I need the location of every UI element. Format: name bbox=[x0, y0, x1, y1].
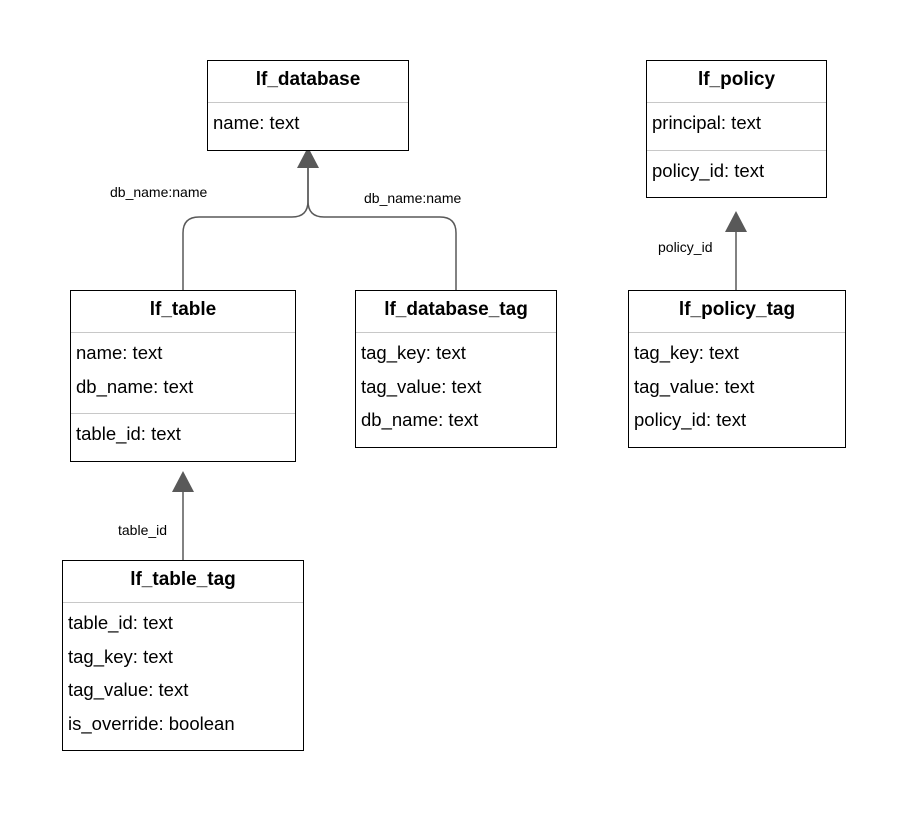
entity-section: policy_id: text bbox=[647, 149, 826, 198]
edge-label-database-tag-db-name: db_name:name bbox=[364, 190, 462, 206]
entity-section: table_id: text bbox=[71, 413, 295, 461]
entity-field: name: text bbox=[76, 342, 163, 363]
entity-field: tag_key: text bbox=[68, 645, 173, 667]
entity-title: lf_table_tag bbox=[130, 569, 236, 590]
entity-field: db_name: text bbox=[76, 375, 194, 397]
arrowhead-database bbox=[297, 147, 319, 168]
entity-field: tag_key: text bbox=[634, 342, 739, 363]
entity-lf-table[interactable]: lf_table name: text db_name: text table_… bbox=[70, 290, 296, 462]
entity-title: lf_database bbox=[255, 69, 361, 90]
entity-field: policy_id: text bbox=[634, 409, 747, 430]
entity-field: table_id: text bbox=[68, 612, 173, 633]
entity-field: tag_value: text bbox=[361, 375, 482, 397]
entity-lf-database[interactable]: lf_database name: text bbox=[207, 60, 409, 151]
edge-label-table-id: table_id bbox=[118, 522, 168, 538]
entity-field: principal: text bbox=[652, 112, 761, 133]
entity-field: tag_key: text bbox=[361, 342, 466, 363]
edge-database-tag-to-database bbox=[307, 168, 457, 290]
arrowhead-policy bbox=[725, 211, 747, 232]
entity-section: tag_key: text tag_value: text policy_id:… bbox=[629, 332, 845, 447]
entity-section: tag_key: text tag_value: text db_name: t… bbox=[356, 332, 556, 447]
entity-lf-table-tag[interactable]: lf_table_tag table_id: text tag_key: tex… bbox=[62, 560, 304, 751]
entity-lf-database-tag[interactable]: lf_database_tag tag_key: text tag_value:… bbox=[355, 290, 557, 448]
entity-title: lf_table bbox=[149, 299, 217, 320]
entity-section: table_id: text tag_key: text tag_value: … bbox=[63, 602, 303, 750]
entity-lf-policy-tag[interactable]: lf_policy_tag tag_key: text tag_value: t… bbox=[628, 290, 846, 448]
edge-table-to-database bbox=[182, 168, 309, 290]
edge-label-table-db-name: db_name:name bbox=[110, 184, 208, 200]
entity-section: name: text db_name: text bbox=[71, 332, 295, 413]
edge-label-policy-id: policy_id bbox=[658, 239, 713, 255]
entity-field: policy_id: text bbox=[652, 159, 765, 181]
entity-field: name: text bbox=[213, 112, 300, 133]
arrowhead-table bbox=[172, 471, 194, 492]
entity-field: db_name: text bbox=[361, 409, 479, 430]
entity-title: lf_policy_tag bbox=[678, 299, 796, 320]
entity-field: table_id: text bbox=[76, 423, 181, 444]
entity-title: lf_policy bbox=[697, 69, 776, 90]
entity-section: principal: text bbox=[647, 102, 826, 150]
entity-title: lf_database_tag bbox=[384, 299, 528, 320]
entity-field: tag_value: text bbox=[634, 375, 755, 397]
entity-lf-policy[interactable]: lf_policy principal: text policy_id: tex… bbox=[646, 60, 827, 198]
entity-section: name: text bbox=[208, 102, 408, 150]
entity-field: tag_value: text bbox=[68, 679, 189, 700]
entity-field: is_override: boolean bbox=[68, 712, 235, 734]
